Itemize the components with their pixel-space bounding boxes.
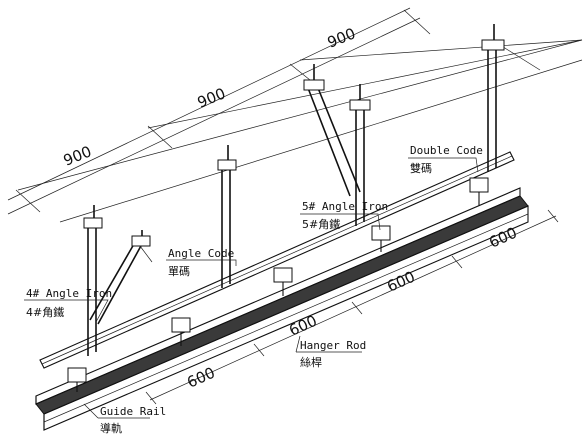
hanger-assembly-3 xyxy=(303,64,371,226)
label-angle-code-zh: 單碼 xyxy=(168,265,190,278)
label-guide-rail-zh: 導軌 xyxy=(100,421,122,435)
dim-900-right: 900 xyxy=(325,24,358,51)
rail-dimension-line xyxy=(145,209,559,405)
rail-clamps xyxy=(67,177,489,392)
hanger-assembly-1 xyxy=(83,205,151,356)
label-angle-code: Angle Code xyxy=(168,247,234,260)
label-double-code: Double Code xyxy=(410,144,483,157)
dim-900-middle: 900 xyxy=(195,84,228,111)
dim-900-left: 900 xyxy=(61,142,94,169)
label-hanger-rod-zh: 絲桿 xyxy=(300,355,322,369)
callout-leaders xyxy=(24,157,479,419)
label-4-angle-iron: 4# Angle Iron xyxy=(26,287,112,300)
label-5-angle-iron: 5# Angle Iron xyxy=(302,200,388,213)
hanger-assembly-4 xyxy=(481,24,505,172)
label-double-code-zh: 雙碼 xyxy=(410,162,432,175)
label-guide-rail: Guide Rail xyxy=(100,405,166,418)
angle-iron-beam xyxy=(39,151,515,369)
label-5-angle-iron-zh: 5#角鐵 xyxy=(302,217,340,231)
guide-rail xyxy=(35,187,529,431)
label-hanger-rod: Hanger Rod xyxy=(300,339,366,352)
hanger-assembly-2 xyxy=(217,145,237,288)
label-4-angle-iron-zh: 4#角鐵 xyxy=(26,305,64,319)
